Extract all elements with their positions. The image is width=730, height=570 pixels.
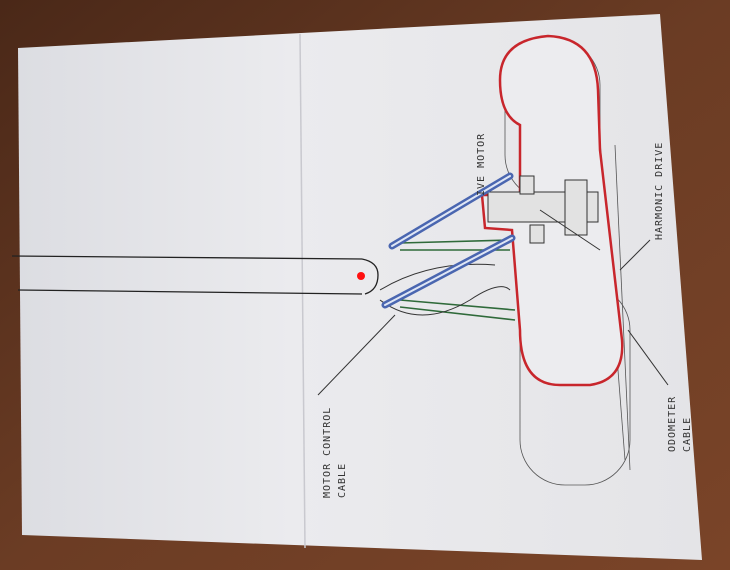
- label-odometer-2: CABLE: [682, 417, 693, 452]
- label-motor-control-1: MOTOR CONTROL: [322, 407, 333, 498]
- green-wires: [399, 239, 516, 321]
- harmonic-drive-mechanism: [487, 175, 601, 251]
- red-marker-dot: [357, 272, 365, 280]
- cables: [317, 239, 669, 396]
- label-drive-motor: IVE MOTOR: [476, 133, 487, 196]
- label-odometer-1: ODOMETER: [667, 396, 678, 452]
- label-motor-control-2: CABLE: [337, 463, 348, 498]
- paper-fold: [299, 33, 306, 549]
- label-harmonic-drive: HARMONIC DRIVE: [654, 142, 665, 240]
- pole: [11, 255, 379, 295]
